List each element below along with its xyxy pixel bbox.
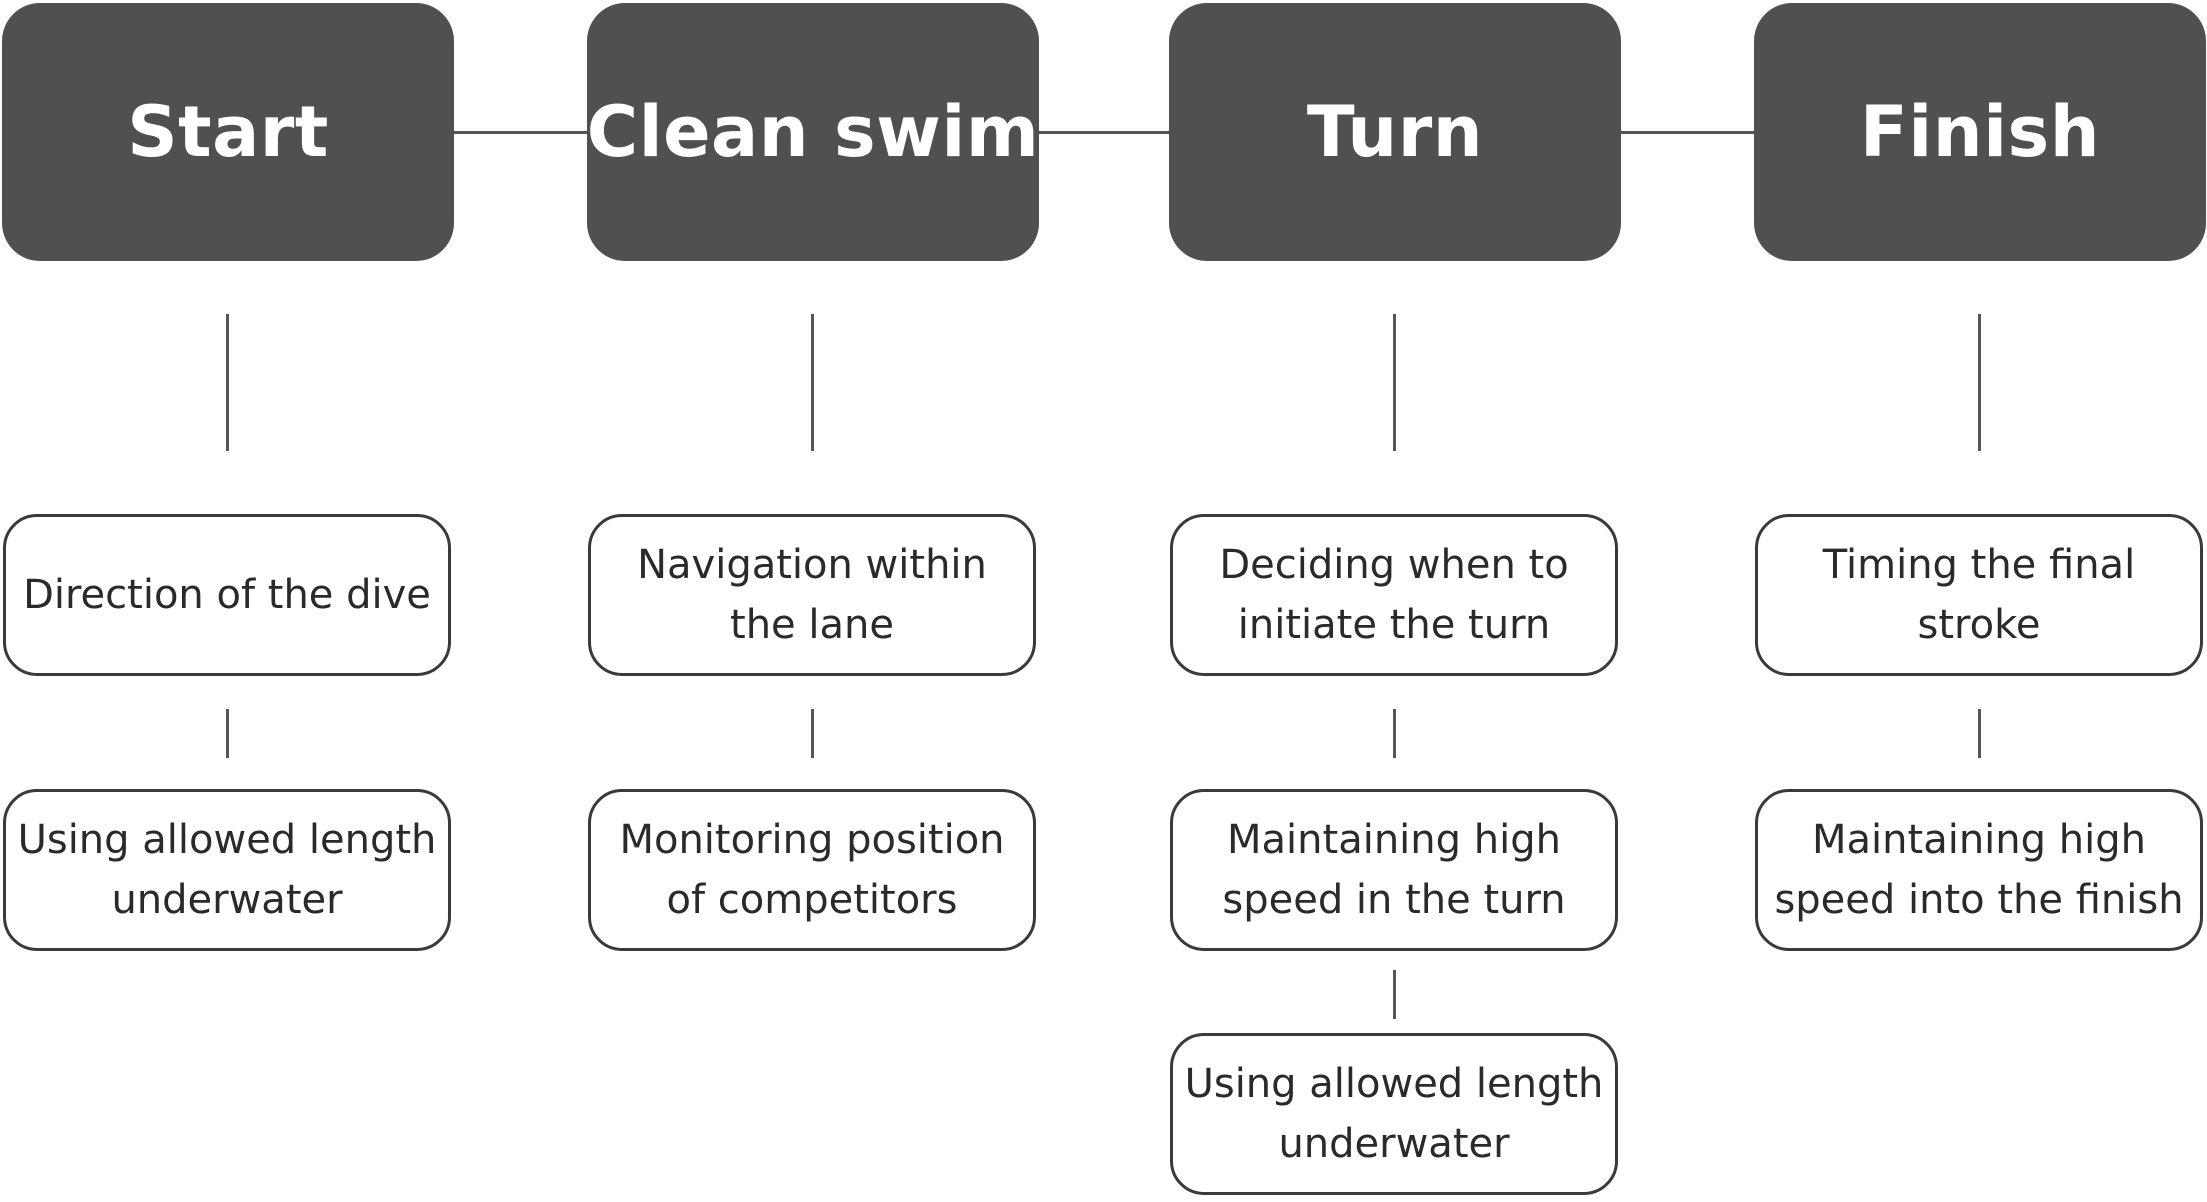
skill-label-start-2: Using allowed length underwater	[17, 817, 437, 923]
skill-label-finish-2: Maintaining high speed into the finish	[1774, 817, 2184, 923]
skill-box-finish-2: Maintaining high speed into the finish	[1755, 789, 2203, 951]
connector-finish-to-skill-1	[1978, 314, 1981, 451]
skill-label-turn-3: Using allowed length underwater	[1184, 1061, 1604, 1167]
skill-box-turn-2: Maintaining high speed in the turn	[1170, 789, 1618, 951]
phase-connector-start-clean-swim	[452, 131, 587, 134]
skill-label-start-1: Direction of the dive	[23, 572, 431, 618]
connector-start-skill-1-to-2	[226, 709, 229, 758]
phase-box-turn: Turn	[1169, 3, 1621, 261]
phase-label-clean-swim: Clean swim	[586, 91, 1040, 173]
skill-box-clean-swim-2: Monitoring position of competitors	[588, 789, 1036, 951]
skill-label-clean-swim-2: Monitoring position of competitors	[619, 817, 1005, 923]
phase-box-clean-swim: Clean swim	[587, 3, 1039, 261]
connector-finish-skill-1-to-2	[1978, 709, 1981, 758]
connector-turn-skill-2-to-3	[1393, 970, 1396, 1019]
phase-label-start: Start	[127, 91, 329, 173]
skill-box-clean-swim-1: Navigation within the lane	[588, 514, 1036, 676]
skill-box-start-1: Direction of the dive	[3, 514, 451, 676]
skill-box-turn-1: Deciding when to initiate the turn	[1170, 514, 1618, 676]
skill-label-finish-1: Timing the final stroke	[1822, 542, 2136, 648]
connector-clean-swim-to-skill-1	[811, 314, 814, 451]
skill-label-clean-swim-1: Navigation within the lane	[637, 542, 987, 648]
skill-box-finish-1: Timing the final stroke	[1755, 514, 2203, 676]
phase-box-finish: Finish	[1754, 3, 2206, 261]
skill-box-turn-3: Using allowed length underwater	[1170, 1033, 1618, 1195]
connector-clean-swim-skill-1-to-2	[811, 709, 814, 758]
skill-box-start-2: Using allowed length underwater	[3, 789, 451, 951]
phase-label-finish: Finish	[1859, 91, 2101, 173]
skill-label-turn-2: Maintaining high speed in the turn	[1222, 817, 1566, 923]
connector-start-to-skill-1	[226, 314, 229, 451]
skill-label-turn-1: Deciding when to initiate the turn	[1219, 542, 1569, 648]
phase-box-start: Start	[2, 3, 454, 261]
connector-turn-to-skill-1	[1393, 314, 1396, 451]
phase-connector-turn-finish	[1621, 131, 1754, 134]
connector-turn-skill-1-to-2	[1393, 709, 1396, 758]
phase-label-turn: Turn	[1306, 91, 1484, 173]
phase-connector-clean-swim-turn	[1039, 131, 1169, 134]
